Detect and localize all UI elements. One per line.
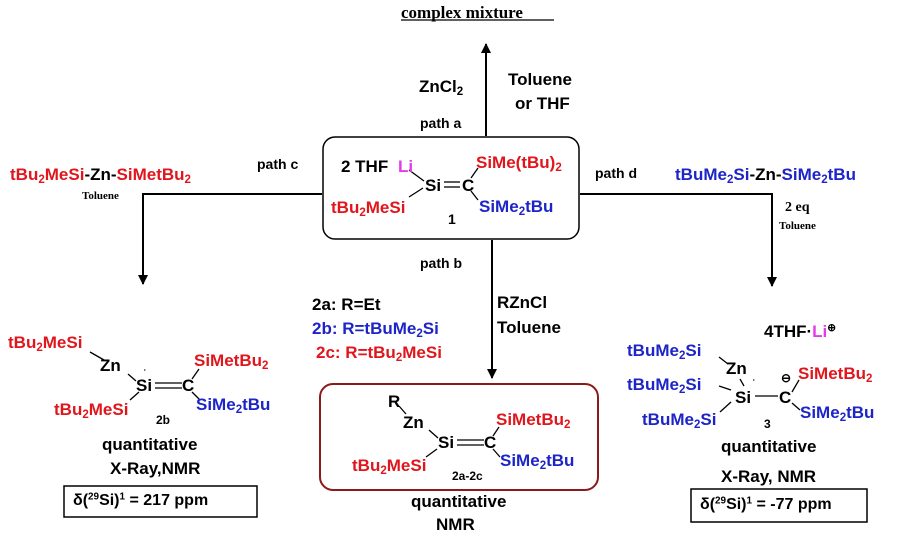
compound-1-thf: 2 THF [341, 157, 389, 176]
path-b-label: path b [420, 255, 462, 271]
product-2-r: R [388, 392, 401, 411]
product-3-counter-ion: 4THF·Li⊕ [764, 322, 837, 341]
compound-1-box [322, 136, 580, 240]
product-3-si-substituent-2: tBuMe2Si [627, 375, 702, 396]
product-2-zn: Zn [403, 413, 424, 432]
compound-1-sub-top: SiMe(tBu)2 [476, 153, 562, 174]
product-3-carbanion-charge: ⊖ [781, 371, 792, 385]
product-2b-zn: Zn [100, 356, 121, 375]
product-2-si: Si [438, 433, 455, 452]
path-b-list-item-2a: 2a: R=Et [312, 295, 381, 314]
product-3-c: C [779, 388, 792, 407]
path-c-reagent: tBu2MeSi-Zn-SiMetBu2 [10, 165, 191, 186]
product-2-sub-left: tBu2MeSi [352, 456, 427, 477]
product-3-si-substituent-3: tBuMe2Si [642, 410, 717, 431]
arrow-path-c [138, 193, 322, 285]
compound-1-number: 1 [448, 211, 456, 227]
product-2b-si-label-tick: ˈ [143, 368, 147, 380]
product-3-result-method: X-Ray, NMR [721, 467, 817, 486]
compound-1-sub-right: SiMe2tBu [479, 197, 554, 218]
compound-1-sub-left: tBu2MeSi [331, 198, 406, 219]
path-b-list-item-2b: 2b: R=tBuMe2Si [312, 319, 439, 340]
arrow-path-d [580, 193, 777, 287]
path-d-equiv: 2 eq [785, 200, 810, 215]
product-2b-result-yield: quantitative [102, 435, 198, 454]
shift-box-3 [690, 488, 868, 523]
path-d-solvent: Toluene [779, 220, 816, 232]
path-a-solvent-line1: Toluene [508, 70, 572, 89]
shift-box-2b [63, 485, 258, 518]
compound-1-li: Li [398, 157, 414, 176]
product-2b-si: Si [136, 376, 153, 395]
product-2-result-yield: quantitative [411, 492, 507, 511]
product-2-sub-top: SiMetBu2 [496, 410, 571, 431]
path-b-list-item-2c: 2c: R=tBu2MeSi [316, 343, 442, 364]
result-complex-mixture: complex mixture [401, 3, 523, 22]
path-c-solvent: Toluene [82, 190, 119, 202]
compound-1-si: Si [425, 176, 442, 195]
path-a-label: path a [420, 115, 462, 131]
product-3-sub-top: SiMetBu2 [798, 364, 873, 385]
path-b-reagent: RZnCl [497, 293, 548, 312]
product-3-zn: Zn [726, 359, 747, 378]
path-d-label: path d [595, 165, 637, 181]
product-2-sub-right: SiMe2tBu [500, 451, 575, 472]
product-3-si: Si [735, 388, 752, 407]
product-2b-sub-right: SiMe2tBu [196, 395, 271, 416]
product-2-c: C [484, 433, 497, 452]
product-2b-sub-top: SiMetBu2 [194, 351, 269, 372]
product-3-si-shift: δ(29Si)1 = -77 ppm [700, 495, 832, 513]
path-c-label: path c [257, 156, 299, 172]
product-2b-zn-substituent: tBu2MeSi [8, 333, 83, 354]
path-a-reagent: ZnCl2 [419, 77, 464, 98]
product-2b-result-method: X-Ray,NMR [110, 459, 201, 478]
product-3-number: 3 [764, 417, 771, 431]
product-2-box [319, 383, 599, 491]
product-2b-sub-left: tBu2MeSi [54, 400, 129, 421]
path-d-reagent: tBuMe2Si-Zn-SiMe2tBu [675, 165, 856, 186]
path-a-solvent-line2: or THF [515, 94, 570, 113]
product-2b-number: 2b [156, 413, 171, 427]
product-2b-c: C [182, 376, 195, 395]
product-3-result-yield: quantitative [721, 437, 817, 456]
product-2b-si-shift: δ(29Si)1 = 217 ppm [73, 491, 209, 509]
path-b-solvent: Toluene [497, 318, 561, 337]
product-2-result-method: NMR [436, 515, 475, 534]
compound-1-c: C [462, 176, 475, 195]
product-2-number: 2a-2c [452, 469, 483, 483]
product-3-si-label-tick: ˈ [752, 378, 756, 390]
product-3-si-substituent-1: tBuMe2Si [627, 341, 702, 362]
product-3-sub-right: SiMe2tBu [800, 403, 875, 424]
